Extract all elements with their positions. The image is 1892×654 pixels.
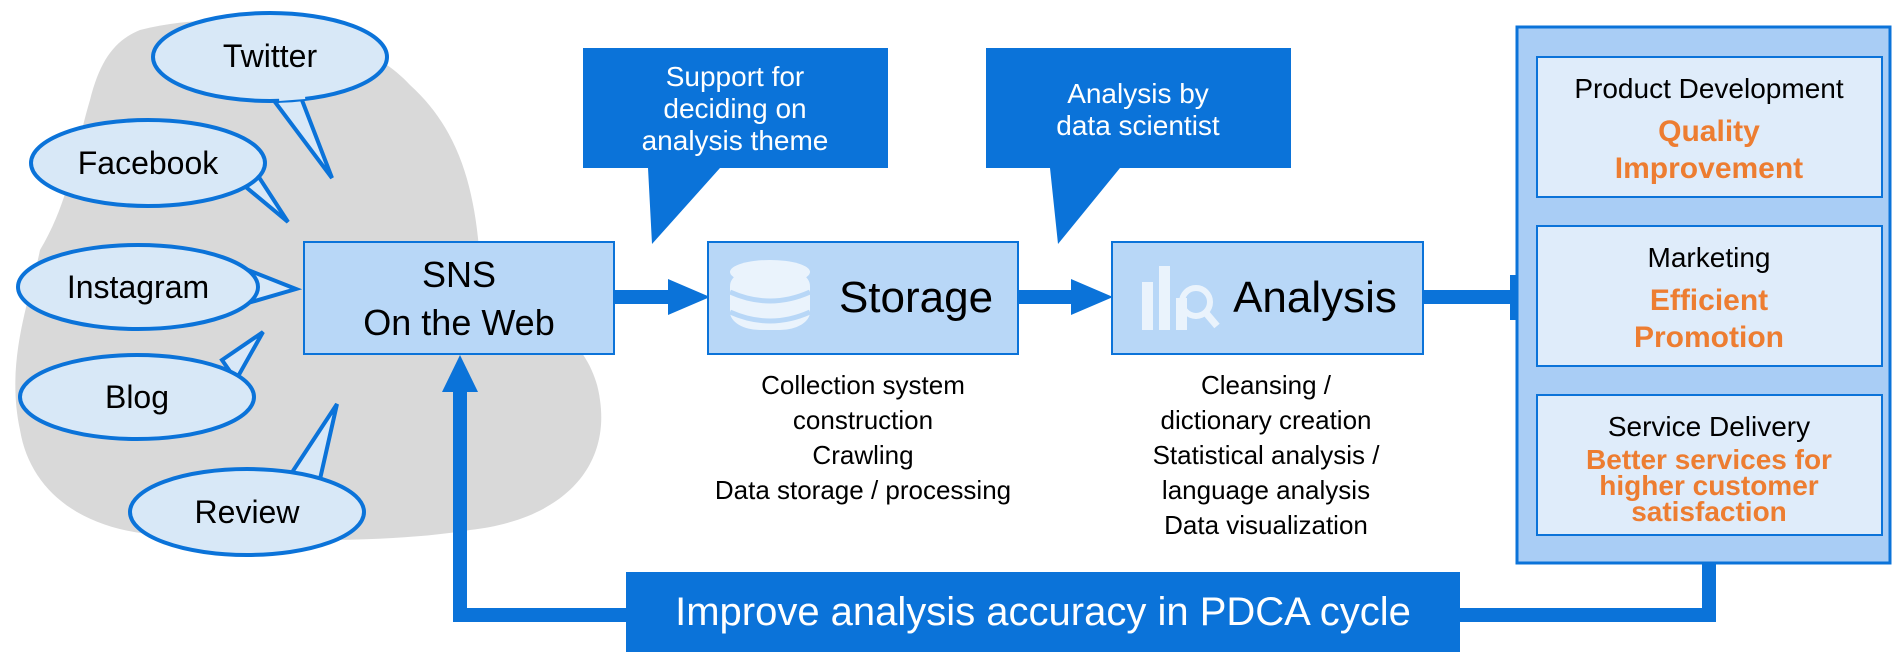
- storage-note: Collection system: [761, 370, 965, 400]
- outcome-card-marketing: Marketing Efficient Promotion: [1536, 225, 1883, 367]
- speech-bubble-review: Review: [128, 402, 366, 557]
- outcome-title: Service Delivery: [1608, 411, 1810, 442]
- callout-line: data scientist: [1056, 110, 1220, 141]
- outcome-result: Better services for: [1586, 444, 1832, 475]
- outcome-result: Efficient: [1650, 284, 1768, 317]
- outcome-result: Quality: [1658, 115, 1760, 148]
- analysis-note: Statistical analysis /: [1153, 440, 1381, 470]
- outcome-result: Promotion: [1634, 321, 1784, 354]
- arrow-sns-to-storage: [614, 279, 710, 315]
- storage-note: Data storage / processing: [715, 475, 1011, 505]
- callout-line: Support for: [666, 61, 805, 92]
- analysis-notes: Cleansing / dictionary creation Statisti…: [1153, 370, 1381, 540]
- analysis-note: Cleansing /: [1201, 370, 1332, 400]
- source-label-blog: Blog: [105, 379, 169, 415]
- source-label-review: Review: [195, 494, 301, 530]
- storage-label: Storage: [839, 273, 993, 322]
- outcome-title: Product Development: [1574, 73, 1843, 104]
- callout-line: deciding on: [663, 93, 806, 124]
- outcome-title: Marketing: [1648, 242, 1771, 273]
- outcome-card-service-delivery: Service Delivery Better services for hig…: [1536, 394, 1883, 536]
- outcome-result: Improvement: [1615, 152, 1803, 185]
- arrow-analysis-to-outcomes: [1423, 275, 1518, 320]
- outcome-result: satisfaction: [1631, 496, 1787, 527]
- speech-bubble-blog: Blog: [18, 330, 265, 441]
- speech-bubble-twitter: Twitter: [151, 11, 389, 180]
- storage-note: construction: [793, 405, 933, 435]
- callout-line: Analysis by: [1067, 78, 1209, 109]
- arrow-storage-to-analysis: [1017, 279, 1113, 315]
- storage-box: Storage: [707, 241, 1019, 355]
- speech-bubble-facebook: Facebook: [29, 118, 290, 224]
- callout-data-scientist: Analysis by data scientist: [986, 48, 1291, 244]
- analysis-note: Data visualization: [1164, 510, 1368, 540]
- source-label-twitter: Twitter: [223, 38, 318, 74]
- sns-label: SNS: [422, 254, 496, 295]
- feedback-banner-text: Improve analysis accuracy in PDCA cycle: [675, 590, 1411, 634]
- callout-line: analysis theme: [642, 125, 829, 156]
- feedback-banner: Improve analysis accuracy in PDCA cycle: [626, 572, 1460, 652]
- outcomes-panel: Product Development Quality Improvement …: [1515, 25, 1892, 565]
- speech-bubble-instagram: Instagram: [16, 243, 303, 331]
- on-the-web-label: On the Web: [363, 302, 554, 343]
- analysis-box: Analysis: [1111, 241, 1424, 355]
- storage-notes: Collection system construction Crawling …: [715, 370, 1011, 505]
- analysis-note: language analysis: [1162, 475, 1370, 505]
- source-label-facebook: Facebook: [78, 145, 220, 181]
- outcome-result: higher customer: [1599, 470, 1818, 501]
- analysis-note: dictionary creation: [1161, 405, 1372, 435]
- sns-box: SNS On the Web: [303, 241, 615, 355]
- database-icon: [728, 260, 812, 330]
- storage-note: Crawling: [812, 440, 913, 470]
- analysis-label: Analysis: [1233, 273, 1397, 322]
- chart-magnifier-icon: [1142, 266, 1220, 330]
- outcome-card-product-development: Product Development Quality Improvement: [1536, 56, 1883, 198]
- callout-analysis-theme: Support for deciding on analysis theme: [583, 48, 888, 244]
- source-label-instagram: Instagram: [67, 269, 209, 305]
